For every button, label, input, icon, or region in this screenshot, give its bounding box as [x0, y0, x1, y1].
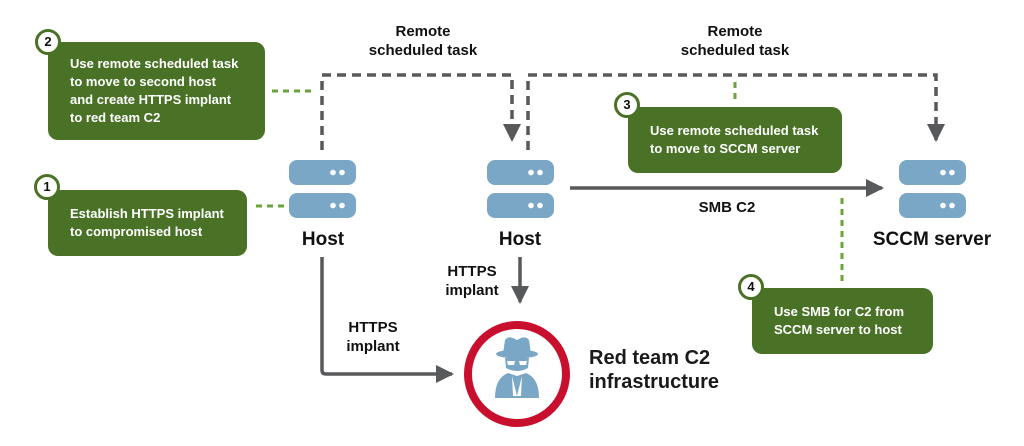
sccm-label: SCCM server — [872, 229, 992, 250]
step-2-line-1: Use remote scheduled task — [70, 56, 239, 71]
sccm-server-icon — [899, 160, 966, 218]
step-4-line-2: SCCM server to host — [774, 322, 902, 337]
step-2-line-3: and create HTTPS implant — [70, 92, 232, 107]
edge-task1-label-line-1: Remote — [395, 23, 451, 40]
c2-label-line-1: Red team C2 — [589, 347, 711, 369]
step-2-line-4: to red team C2 — [70, 110, 161, 125]
edge-https1-label-line-2: implant — [346, 338, 400, 355]
edge-task-host1-to-host2 — [320, 73, 521, 150]
c2-label: Red team C2 infrastructure — [589, 346, 719, 394]
edge-https-host1-to-c2 — [320, 257, 454, 383]
c2-ring — [464, 321, 570, 427]
spy-glasses — [507, 361, 527, 365]
step-3-badge: 3 — [614, 92, 640, 118]
step-4-line-1: Use SMB for C2 from — [774, 304, 905, 319]
host2-server-icon — [487, 160, 554, 218]
edge-smb-label: SMB C2 — [698, 199, 756, 216]
edge-https2-label-line-2: implant — [445, 282, 499, 299]
step-4-note: Use SMB for C2 from SCCM server to host — [752, 288, 933, 354]
step-4-badge: 4 — [738, 274, 764, 300]
host1-server-icon — [289, 160, 356, 218]
edge-task1-label: Remote scheduled task — [358, 22, 488, 60]
step-2-note: Use remote scheduled task to move to sec… — [48, 42, 265, 140]
host1-label: Host — [301, 229, 345, 250]
step-2-line-2: to move to second host — [70, 74, 216, 89]
spy-icon — [495, 337, 539, 398]
edge-task2-label-line-2: scheduled task — [680, 42, 790, 59]
step-1-note: Establish HTTPS implant to compromised h… — [48, 190, 247, 256]
step-1-line-1: Establish HTTPS implant — [70, 206, 224, 221]
edge-https1-label-line-1: HTTPS — [348, 319, 398, 336]
step-3-note: Use remote scheduled task to move to SCC… — [628, 107, 842, 173]
edge-task-host2-to-sccm — [526, 73, 945, 150]
edge-https2-label-line-1: HTTPS — [447, 263, 497, 280]
c2-label-line-2: infrastructure — [589, 371, 720, 393]
step-3-line-2: to move to SCCM server — [650, 141, 801, 156]
edge-https2-label: HTTPS implant — [437, 262, 507, 300]
host2-label: Host — [498, 229, 542, 250]
spy-collar — [512, 376, 522, 396]
step-2-badge: 2 — [35, 29, 61, 55]
edge-task2-label-line-1: Remote — [707, 23, 763, 40]
step-3-line-1: Use remote scheduled task — [650, 123, 819, 138]
edge-task2-label: Remote scheduled task — [670, 22, 800, 60]
edge-https1-label: HTTPS implant — [338, 318, 408, 356]
edge-task1-label-line-2: scheduled task — [368, 42, 478, 59]
step-1-line-2: to compromised host — [70, 224, 203, 239]
step-1-badge: 1 — [34, 174, 60, 200]
